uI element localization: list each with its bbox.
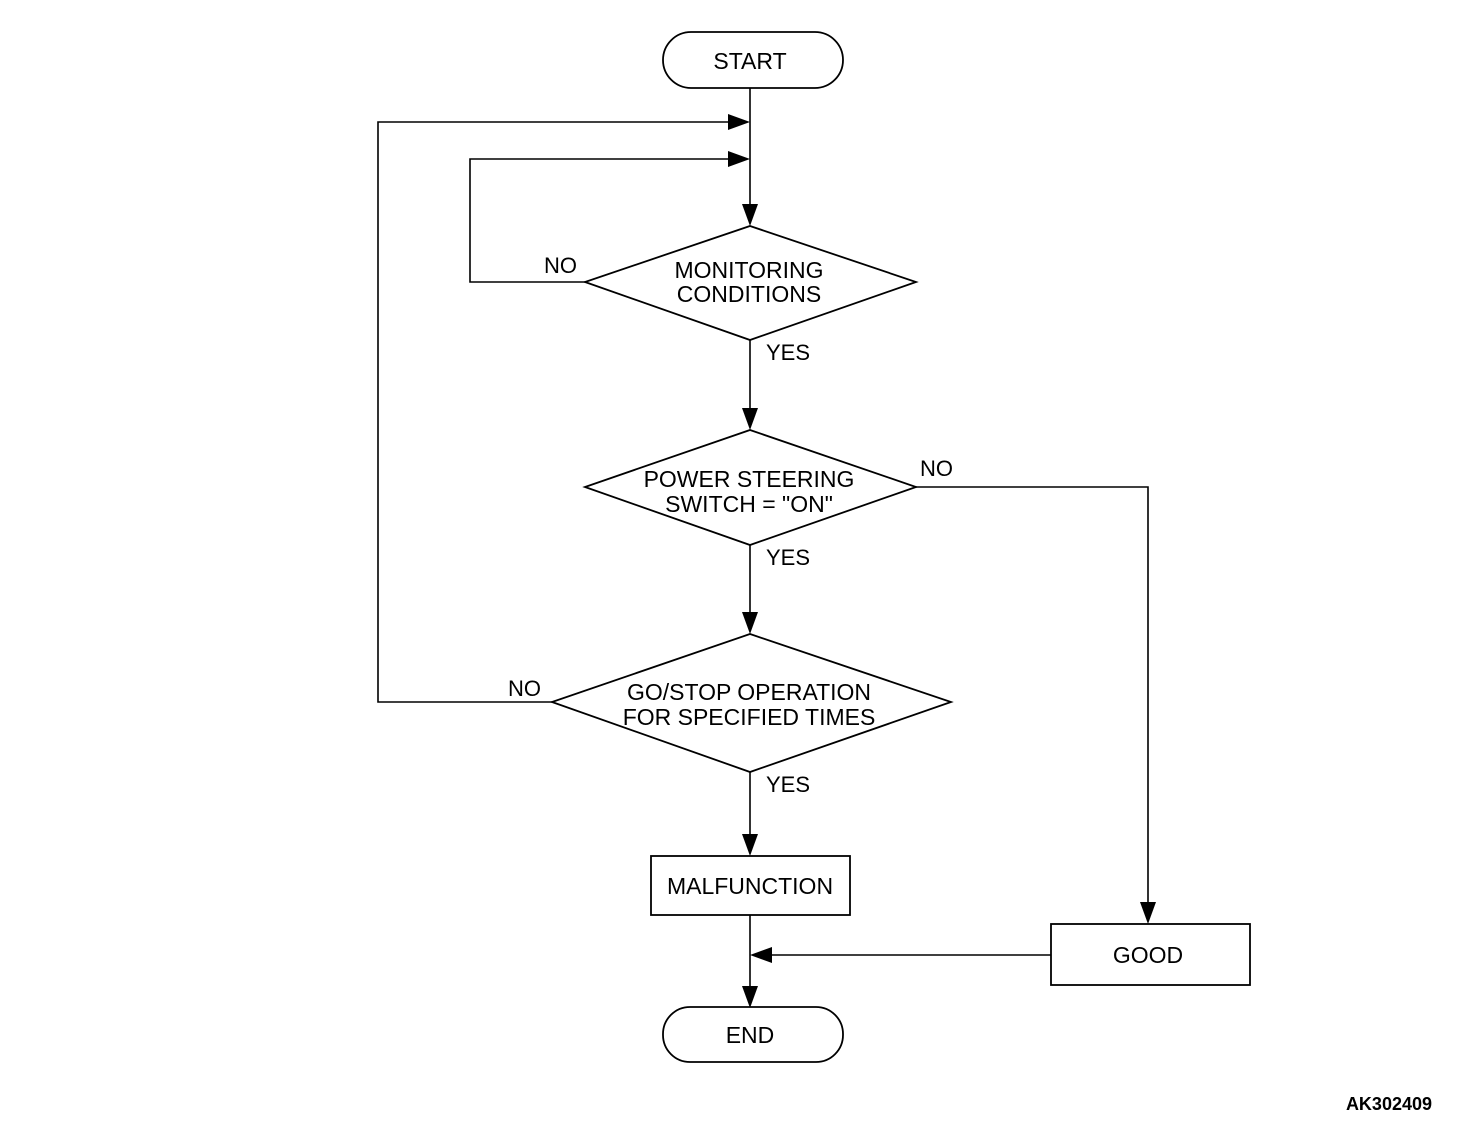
good-label: GOOD: [1113, 942, 1183, 968]
arrowhead-to-malfunction: [742, 834, 758, 856]
monitoring-no-label: NO: [544, 253, 577, 278]
malfunction-box: [650, 855, 851, 916]
monitoring-yes-label: YES: [766, 340, 810, 365]
power-label-line1: POWER STEERING: [644, 466, 855, 492]
power-no-label: NO: [920, 456, 953, 481]
monitoring-conditions-decision: [582, 225, 919, 341]
gostop-no-label: NO: [508, 676, 541, 701]
connector-gostop-no-loop: [377, 121, 732, 703]
arrowhead-inner-loop: [728, 151, 750, 167]
power-steering-decision: [582, 429, 919, 546]
end-terminal: [662, 1006, 844, 1063]
arrowhead-to-end: [742, 986, 758, 1008]
power-label-line2: SWITCH = "ON": [665, 491, 833, 517]
malfunction-label: MALFUNCTION: [667, 873, 833, 899]
gostop-yes-label: YES: [766, 772, 810, 797]
end-label: END: [726, 1022, 775, 1048]
go-stop-decision: [549, 633, 954, 773]
start-terminal: [662, 31, 844, 89]
arrowhead-to-good: [1140, 902, 1156, 924]
arrowhead-good-to-main: [750, 947, 772, 963]
gostop-label-line2: FOR SPECIFIED TIMES: [623, 704, 876, 730]
arrowhead-outer-loop: [728, 114, 750, 130]
connector-monitoring-no-loop: [469, 158, 732, 283]
arrowhead-to-power: [742, 408, 758, 430]
figure-code: AK302409: [1346, 1094, 1432, 1114]
arrowhead-to-monitoring: [742, 204, 758, 226]
monitoring-label-line2: CONDITIONS: [677, 281, 821, 307]
connector-power-no: [916, 486, 1149, 906]
start-label: START: [713, 48, 786, 74]
power-yes-label: YES: [766, 545, 810, 570]
good-box: [1050, 923, 1251, 986]
arrowhead-to-gostop: [742, 612, 758, 634]
monitoring-label-line1: MONITORING: [674, 257, 823, 283]
gostop-label-line1: GO/STOP OPERATION: [627, 679, 871, 705]
